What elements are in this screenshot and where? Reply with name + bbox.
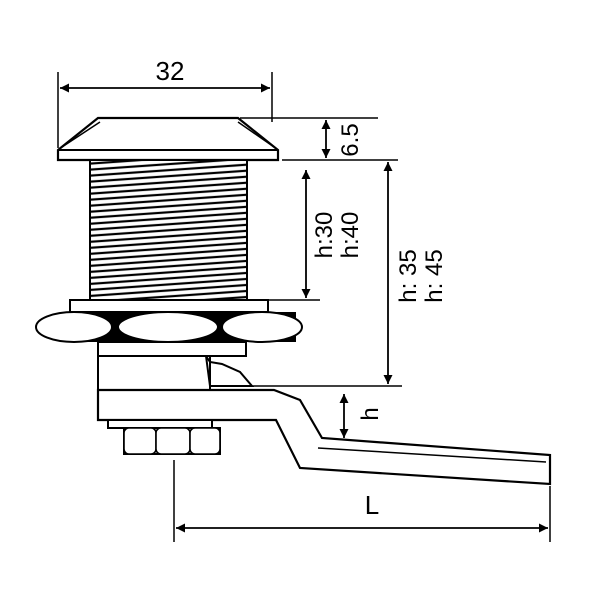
dim-flange-width-label: 32 [156, 56, 185, 86]
dim-total-length-label-2: h: 45 [421, 249, 448, 302]
dim-total-length-label-1: h: 35 [395, 249, 422, 302]
dim-total-length: h: 35 h: 45 [246, 162, 448, 387]
dim-thread-length-label-2: h:40 [337, 212, 364, 259]
hex-nut [35, 311, 303, 343]
stop-tab [205, 355, 255, 387]
washer [69, 299, 269, 313]
dim-cam-length: L [173, 460, 551, 542]
dim-thread-length: h:30 h:40 [248, 170, 364, 301]
cam-screw-nuts [107, 419, 221, 455]
threaded-barrel [89, 159, 248, 301]
dim-thread-length-label-1: h:30 [311, 212, 338, 259]
dim-flange-width: 32 [57, 56, 273, 148]
flange-cap [56, 116, 280, 162]
lower-housing [97, 341, 247, 357]
dim-cam-offset: h [339, 394, 384, 438]
lock-body [35, 116, 303, 391]
dim-flange-height: 6.5 [240, 117, 398, 161]
dim-cam-length-label: L [365, 490, 379, 520]
dim-cam-offset-label: h [357, 407, 384, 420]
dim-flange-height-label: 6.5 [337, 123, 364, 156]
